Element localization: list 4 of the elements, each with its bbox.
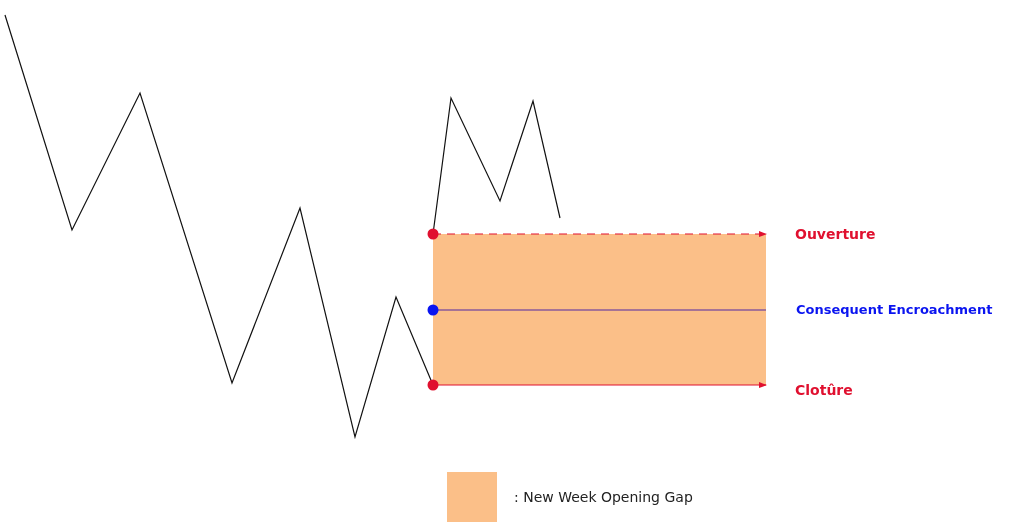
level-label: Clotûre bbox=[795, 381, 853, 399]
level-label: Consequent Encroachment bbox=[796, 301, 993, 319]
level-label: Ouverture bbox=[795, 225, 876, 243]
legend-text: : New Week Opening Gap bbox=[514, 488, 693, 506]
